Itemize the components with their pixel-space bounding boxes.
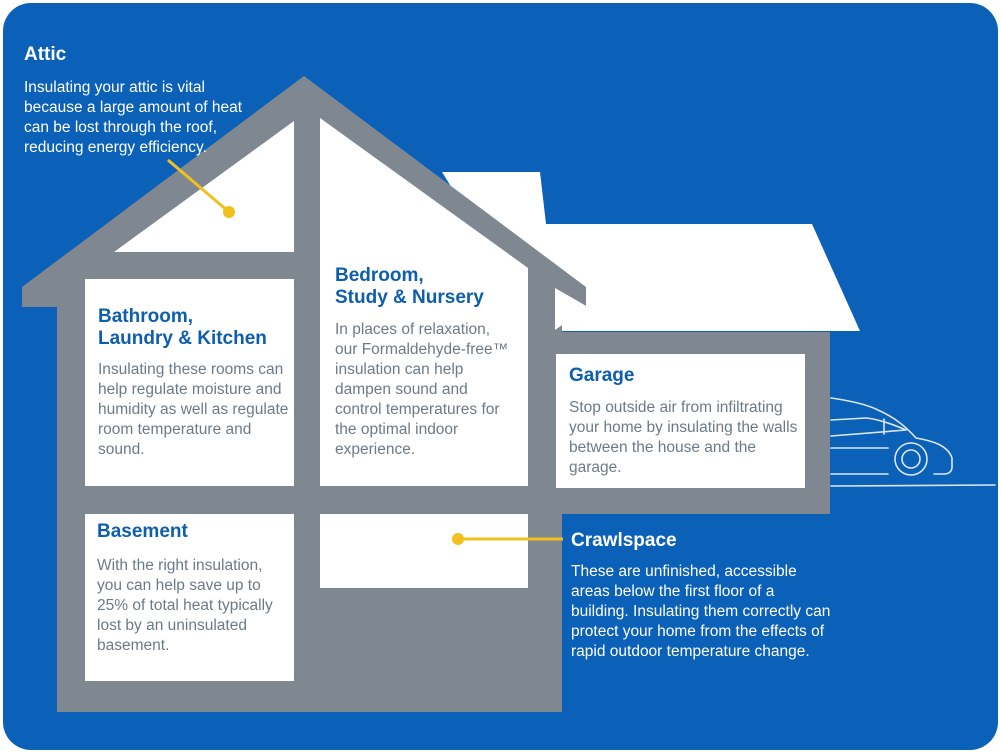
crawlspace-title: Crawlspace (571, 530, 677, 551)
attic-room (114, 121, 294, 252)
attic-callout-line (167, 158, 230, 214)
basement-title: Basement (97, 521, 188, 542)
bedroom-description: In places of relaxation, our Formaldehyd… (335, 321, 509, 458)
bathroom-title: Bathroom, Laundry & Kitchen (98, 306, 267, 349)
callout-dot-icon (223, 206, 235, 218)
garage-room (556, 354, 805, 488)
basement-description: With the right insulation, you can help … (97, 557, 273, 654)
garage-description: Stop outside air from infiltrating your … (569, 399, 798, 476)
basement-room (85, 514, 294, 681)
bedroom-title: Bedroom, Study & Nursery (335, 265, 484, 308)
garage-title: Garage (569, 365, 635, 386)
right-roof-gap (555, 288, 588, 330)
bathroom-description: Insulating these rooms can help regulate… (98, 361, 289, 458)
crawlspace-description: These are unfinished, accessible areas b… (571, 563, 831, 660)
bedroom-room (320, 118, 528, 486)
callout-dot-icon (452, 533, 464, 545)
crawlspace-room (320, 514, 528, 588)
attic-description: Insulating your attic is vital because a… (24, 79, 243, 156)
attic-title: Attic (24, 44, 67, 65)
bathroom-room (85, 279, 294, 486)
car-icon (830, 397, 996, 487)
